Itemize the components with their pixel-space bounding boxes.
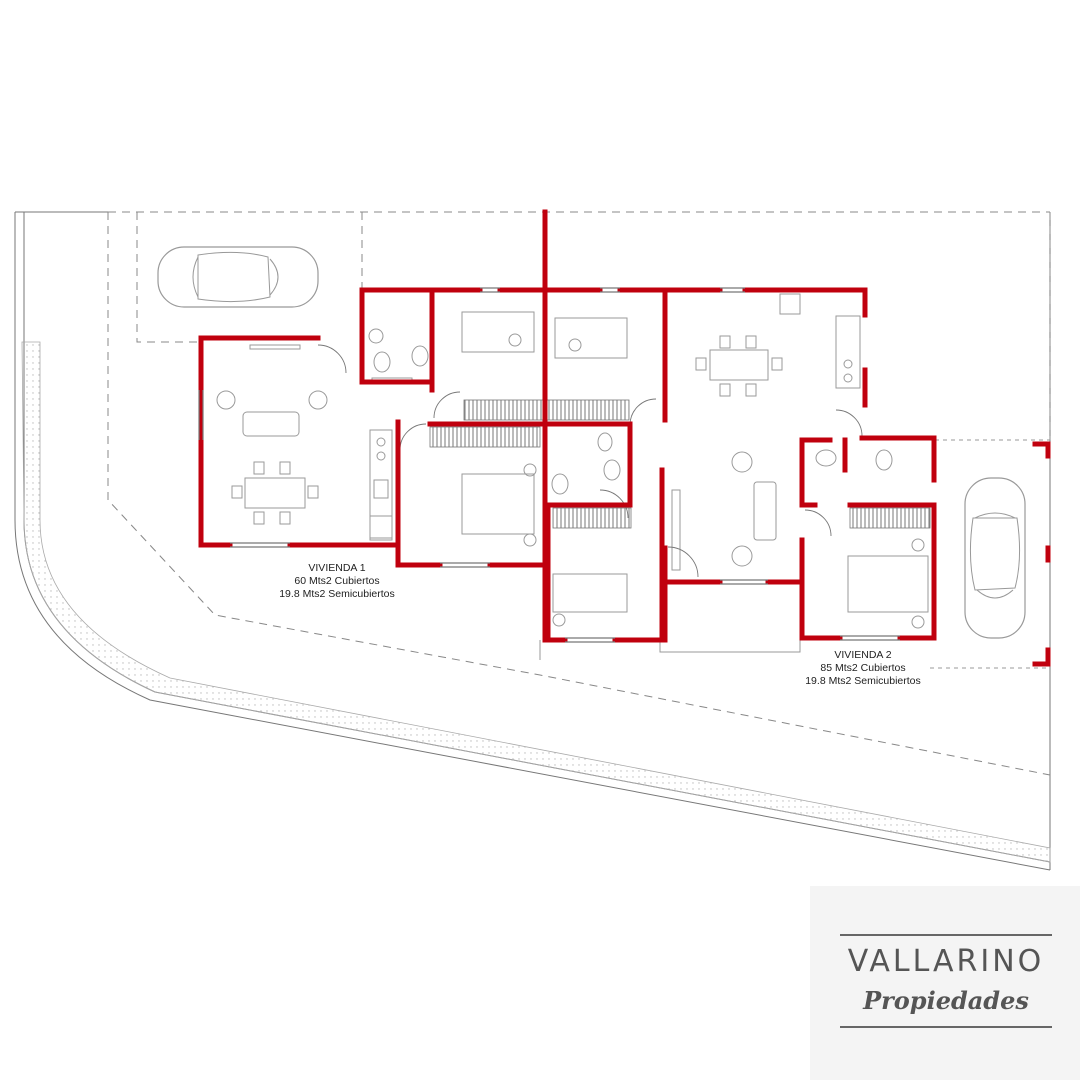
hatch-corridor-3 [552, 507, 632, 529]
windows [198, 287, 900, 643]
unit-2-semicovered-area: 19.8 Mts2 Semicubiertos [805, 675, 921, 687]
door-swings [317, 344, 863, 578]
car-unit-1 [157, 246, 319, 308]
logo-top-rule [840, 934, 1052, 936]
unit-2-covered-area: 85 Mts2 Cubiertos [820, 662, 906, 674]
carport-outline [930, 439, 1050, 669]
walls [198, 209, 1051, 667]
brand-tagline: Propiedades [863, 986, 1029, 1015]
unit-1-covered-area: 60 Mts2 Cubiertos [294, 575, 380, 587]
hatch-corridor-2 [429, 426, 541, 448]
unit-1-name: VIVIENDA 1 [308, 562, 366, 574]
property-dashed-lines [107, 211, 1051, 776]
unit-1-label: VIVIENDA 1 60 Mts2 Cubiertos 19.8 Mts2 S… [252, 562, 422, 601]
unit-2-name: VIVIENDA 2 [834, 649, 892, 661]
terrace-lines [539, 640, 801, 660]
car-unit-2 [964, 477, 1026, 639]
brand-logo-panel: VALLARINO Propiedades [810, 886, 1080, 1080]
unit-1-semicovered-area: 19.8 Mts2 Semicubiertos [279, 588, 395, 600]
logo-bottom-rule [840, 1026, 1052, 1028]
hatch-corridor-4 [849, 507, 931, 529]
site-boundary [14, 211, 1051, 871]
unit-2-label: VIVIENDA 2 85 Mts2 Cubiertos 19.8 Mts2 S… [778, 649, 948, 688]
sidewalk-strip [21, 341, 1051, 863]
furniture [216, 293, 929, 629]
brand-name: VALLARINO [847, 944, 1045, 979]
